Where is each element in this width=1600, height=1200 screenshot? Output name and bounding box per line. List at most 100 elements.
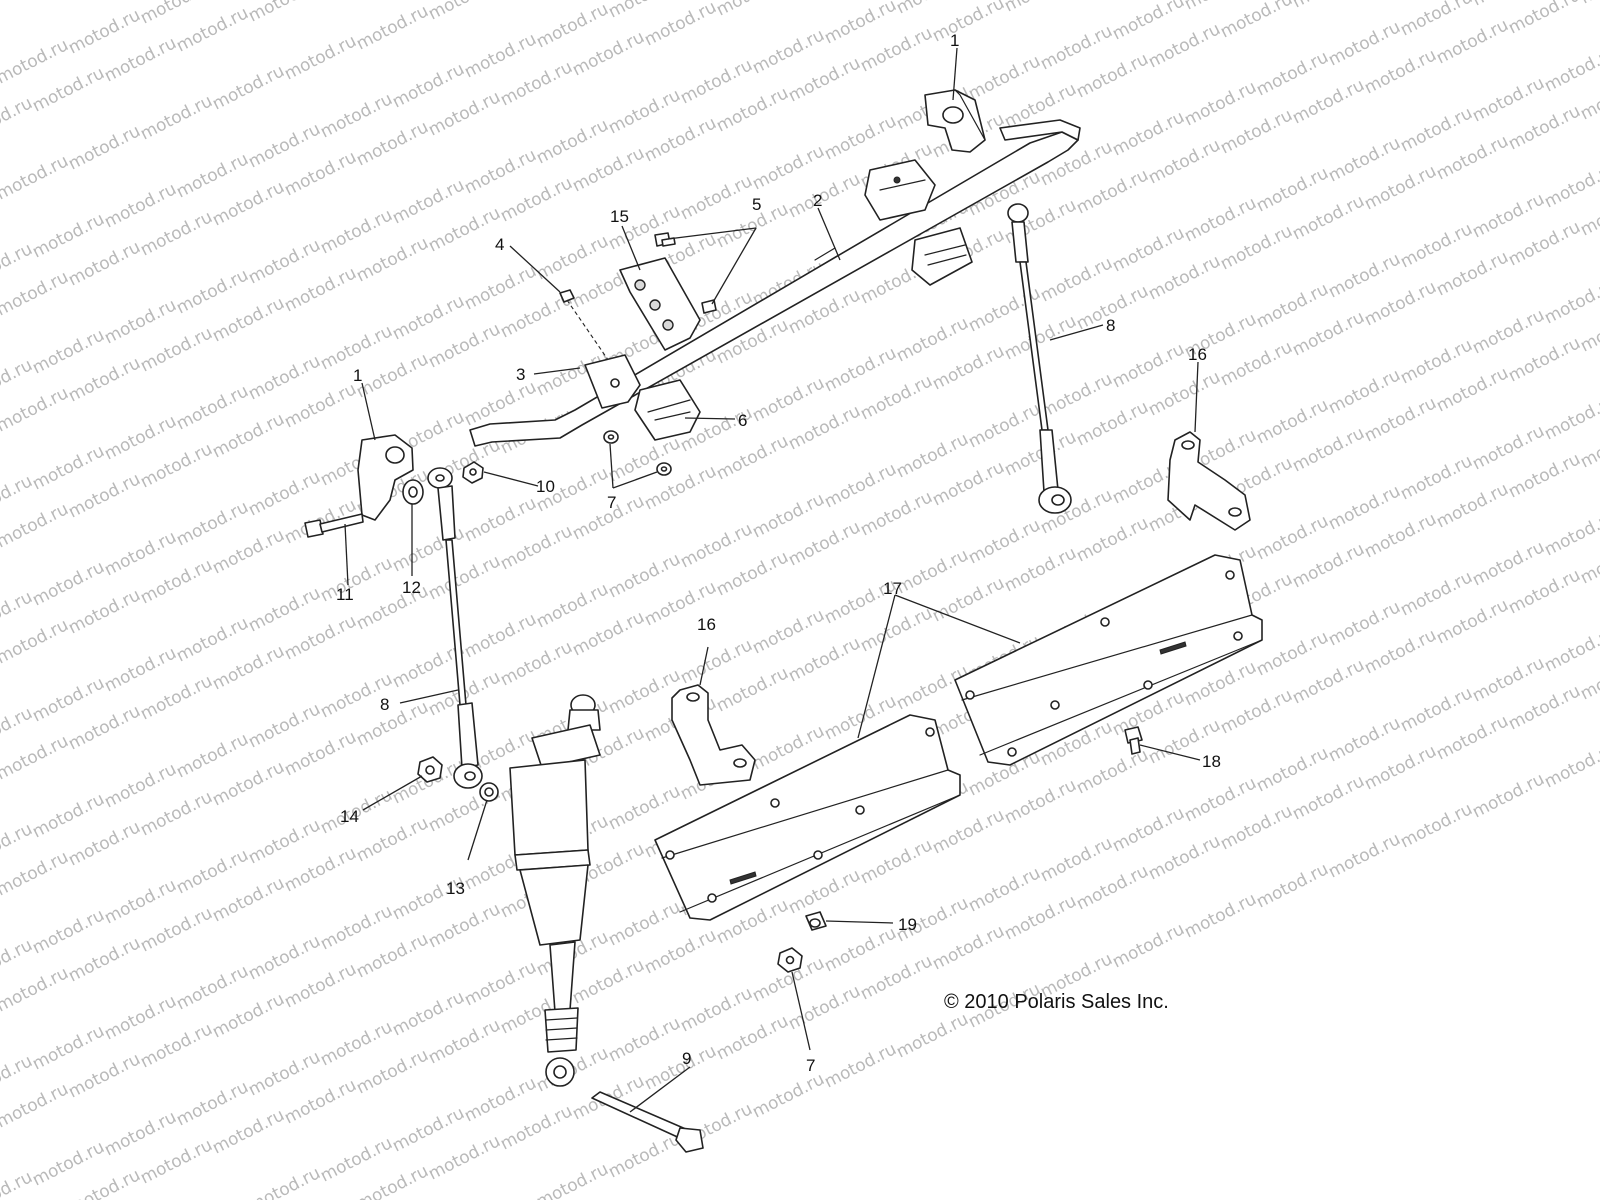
watermark-text: motod.ru xyxy=(677,983,756,1036)
watermark-text: motod.ru xyxy=(929,805,1008,858)
watermark-text: motod.ru xyxy=(389,1103,468,1156)
watermark-text: motod.ru xyxy=(281,727,360,780)
watermark-text: motod.ru xyxy=(1073,745,1152,798)
watermark-text: motod.ru xyxy=(425,1015,504,1068)
watermark-text: motod.ru xyxy=(533,1159,612,1200)
watermark-text: motod.ru xyxy=(281,31,360,84)
watermark-text: motod.ru xyxy=(1433,15,1512,68)
watermark-text: motod.ru xyxy=(461,145,540,198)
callout-8-right: 8 xyxy=(1106,316,1115,335)
watermark-text: motod.ru xyxy=(641,0,720,50)
watermark-text: motod.ru xyxy=(965,515,1044,568)
watermark-text: motod.ru xyxy=(1073,861,1152,914)
watermark-text: motod.ru xyxy=(569,955,648,1008)
watermark-text: motod.ru xyxy=(641,925,720,978)
watermark-text: motod.ru xyxy=(1541,275,1600,328)
washer-7a xyxy=(603,430,619,444)
watermark-text: motod.ru xyxy=(713,83,792,136)
watermark-text: motod.ru xyxy=(461,1073,540,1126)
watermark-text: motod.ru xyxy=(29,209,108,262)
watermark-text: motod.ru xyxy=(0,1079,72,1132)
watermark-text: motod.ru xyxy=(281,379,360,432)
watermark-text: motod.ru xyxy=(1361,161,1440,214)
watermark-text: motod.ru xyxy=(1001,775,1080,828)
nut-10 xyxy=(462,461,484,484)
watermark-text: motod.ru xyxy=(29,905,108,958)
watermark-text: motod.ru xyxy=(1505,449,1584,502)
washer-7b xyxy=(656,462,672,476)
watermark-text: motod.ru xyxy=(929,573,1008,626)
watermark-text: motod.ru xyxy=(1397,219,1476,272)
watermark-text: motod.ru xyxy=(173,845,252,898)
shock-absorber xyxy=(509,694,601,1087)
watermark-text: motod.ru xyxy=(1289,771,1368,824)
watermark-text: motod.ru xyxy=(1361,625,1440,678)
watermark-text: motod.ru xyxy=(29,557,108,610)
watermark-text: motod.ru xyxy=(173,729,252,782)
callout-9: 9 xyxy=(682,1049,691,1068)
watermark-text: motod.ru xyxy=(209,641,288,694)
leader-lines xyxy=(344,47,1201,1113)
watermark-text: motod.ru xyxy=(1325,597,1404,650)
watermark-text: motod.ru xyxy=(137,671,216,724)
watermark-text: motod.ru xyxy=(0,847,72,900)
watermark-text: motod.ru xyxy=(101,411,180,464)
watermark-text: motod.ru xyxy=(785,633,864,686)
watermark-text: motod.ru xyxy=(965,399,1044,452)
watermark-text: motod.ru xyxy=(209,525,288,578)
watermark-text: motod.ru xyxy=(1253,511,1332,564)
watermark-text: motod.ru xyxy=(209,989,288,1042)
watermark-text: motod.ru xyxy=(893,313,972,366)
watermark-text: motod.ru xyxy=(713,547,792,600)
watermark-text: motod.ru xyxy=(605,549,684,602)
watermark-text: motod.ru xyxy=(1469,653,1548,706)
watermark-text: motod.ru xyxy=(749,25,828,78)
watermark-text: motod.ru xyxy=(137,91,216,144)
watermark-text: motod.ru xyxy=(1397,799,1476,852)
watermark-text: motod.ru xyxy=(929,341,1008,394)
watermark-text: motod.ru xyxy=(785,517,864,570)
callout-2: 2 xyxy=(813,191,822,210)
watermark-text: motod.ru xyxy=(605,85,684,138)
watermark-text: motod.ru xyxy=(569,27,648,80)
watermark-text: motod.ru xyxy=(0,731,72,784)
callout-15: 15 xyxy=(610,207,629,226)
watermark-text: motod.ru xyxy=(821,923,900,976)
watermark-text: motod.ru xyxy=(713,431,792,484)
watermark-text: motod.ru xyxy=(821,459,900,512)
watermark-text: motod.ru xyxy=(857,23,936,76)
watermark-text: motod.ru xyxy=(1217,0,1296,42)
watermark-text: motod.ru xyxy=(1253,859,1332,912)
nut-7-bottom xyxy=(777,947,803,973)
watermark-text: motod.ru xyxy=(65,585,144,638)
watermark-text: motod.ru xyxy=(1505,101,1584,154)
watermark-text: motod.ru xyxy=(821,111,900,164)
watermark-text: motod.ru xyxy=(173,1077,252,1130)
watermark-text: motod.ru xyxy=(533,0,612,52)
watermark-text: motod.ru xyxy=(1073,513,1152,566)
watermark-text: motod.ru xyxy=(1325,249,1404,302)
watermark-text: motod.ru xyxy=(0,383,72,436)
watermark-text: motod.ru xyxy=(1109,107,1188,160)
watermark-text: motod.ru xyxy=(1505,681,1584,734)
bracket-center xyxy=(671,684,756,786)
washer-13 xyxy=(479,782,499,802)
mount-plate-lower xyxy=(654,714,961,921)
watermark-text: motod.ru xyxy=(1073,49,1152,102)
callout-10: 10 xyxy=(536,477,555,496)
watermark-text: motod.ru xyxy=(425,1131,504,1184)
watermark-text: motod.ru xyxy=(1181,77,1260,130)
watermark-text: motod.ru xyxy=(1361,393,1440,446)
watermark-text: motod.ru xyxy=(1505,333,1584,386)
watermark-text: motod.ru xyxy=(677,171,756,224)
watermark-text: motod.ru xyxy=(65,933,144,986)
watermark-text: motod.ru xyxy=(1325,713,1404,766)
watermark-text: motod.ru xyxy=(245,931,324,984)
watermark-text: motod.ru xyxy=(893,1009,972,1062)
watermark-text: motod.ru xyxy=(245,0,324,26)
watermark-text: motod.ru xyxy=(137,903,216,956)
watermark-text: motod.ru xyxy=(65,817,144,870)
callout-5: 5 xyxy=(752,195,761,214)
watermark-text: motod.ru xyxy=(749,141,828,194)
